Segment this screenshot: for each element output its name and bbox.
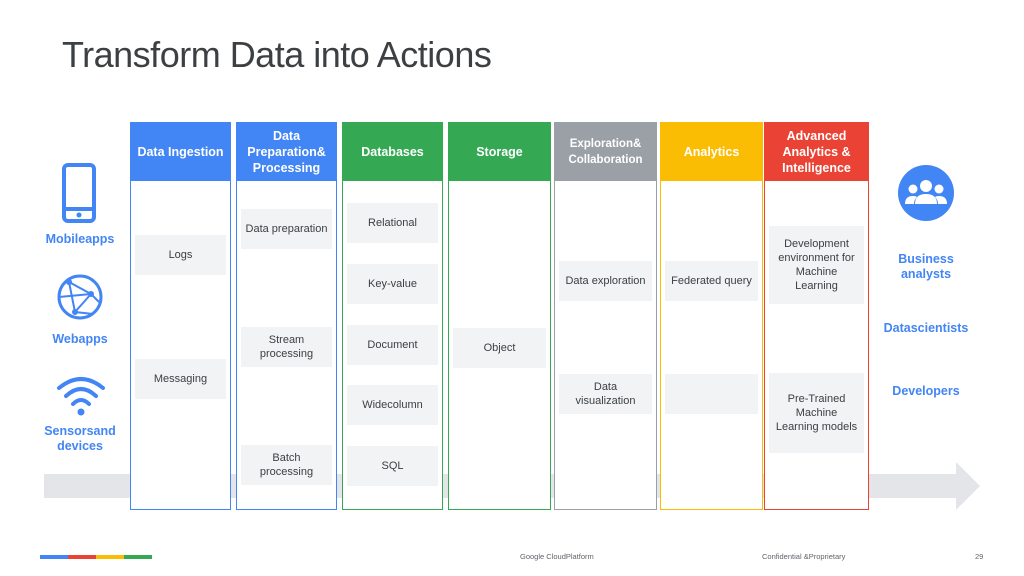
column-header: Storage bbox=[449, 123, 550, 181]
list-item: Relational bbox=[347, 203, 438, 243]
wifi-signal-icon bbox=[57, 377, 105, 416]
column-analytics: Analytics Federated query bbox=[660, 122, 763, 510]
column-header: Advanced Analytics & Intelligence bbox=[765, 123, 868, 181]
list-item: Logs bbox=[135, 235, 226, 275]
people-group-icon bbox=[898, 165, 954, 221]
column-header: Data Ingestion bbox=[131, 123, 230, 181]
list-item: Document bbox=[347, 325, 438, 365]
source-label-web: Webapps bbox=[52, 332, 108, 346]
list-item: Object bbox=[453, 328, 546, 368]
source-label-sensors: Sensorsand devices bbox=[44, 424, 116, 453]
list-item: Federated query bbox=[665, 261, 758, 301]
globe-network-icon bbox=[57, 274, 103, 320]
audience-label-developers: Developers bbox=[892, 384, 960, 398]
column-data-ingestion: Data Ingestion Logs Messaging bbox=[130, 122, 231, 510]
page-number: 29 bbox=[975, 552, 984, 561]
list-item bbox=[665, 374, 758, 414]
column-databases: Databases Relational Key-value Document … bbox=[342, 122, 443, 510]
column-data-preparation: Data Preparation& Processing Data prepar… bbox=[236, 122, 337, 510]
source-label-mobile: Mobileapps bbox=[45, 232, 115, 246]
list-item: Data exploration bbox=[559, 261, 652, 301]
mobile-phone-icon bbox=[62, 163, 96, 223]
column-header: Analytics bbox=[661, 123, 762, 181]
audience-label-business: Business analysts bbox=[898, 252, 954, 281]
list-item: Batch processing bbox=[241, 445, 332, 485]
list-item: Pre-Trained Machine Learning models bbox=[769, 373, 864, 453]
footer-confidential: Confidential &Proprietary bbox=[762, 552, 846, 561]
column-advanced-analytics: Advanced Analytics & Intelligence Develo… bbox=[764, 122, 869, 510]
brand-color-bars bbox=[40, 555, 152, 559]
column-header: Exploration& Collaboration bbox=[555, 123, 656, 181]
list-item: Development environment for Machine Lear… bbox=[769, 226, 864, 304]
column-exploration: Exploration& Collaboration Data explorat… bbox=[554, 122, 657, 510]
footer-brand: Google CloudPlatform bbox=[520, 552, 594, 561]
list-item: Messaging bbox=[135, 359, 226, 399]
column-header: Databases bbox=[343, 123, 442, 181]
page-title: Transform Data into Actions bbox=[62, 34, 492, 75]
list-item: Data visualization bbox=[559, 374, 652, 414]
list-item: SQL bbox=[347, 446, 438, 486]
column-header: Data Preparation& Processing bbox=[237, 123, 336, 181]
list-item: Data preparation bbox=[241, 209, 332, 249]
audience-label-datascientists: Datascientists bbox=[883, 321, 969, 335]
column-storage: Storage Object bbox=[448, 122, 551, 510]
list-item: Stream processing bbox=[241, 327, 332, 367]
list-item: Widecolumn bbox=[347, 385, 438, 425]
list-item: Key-value bbox=[347, 264, 438, 304]
